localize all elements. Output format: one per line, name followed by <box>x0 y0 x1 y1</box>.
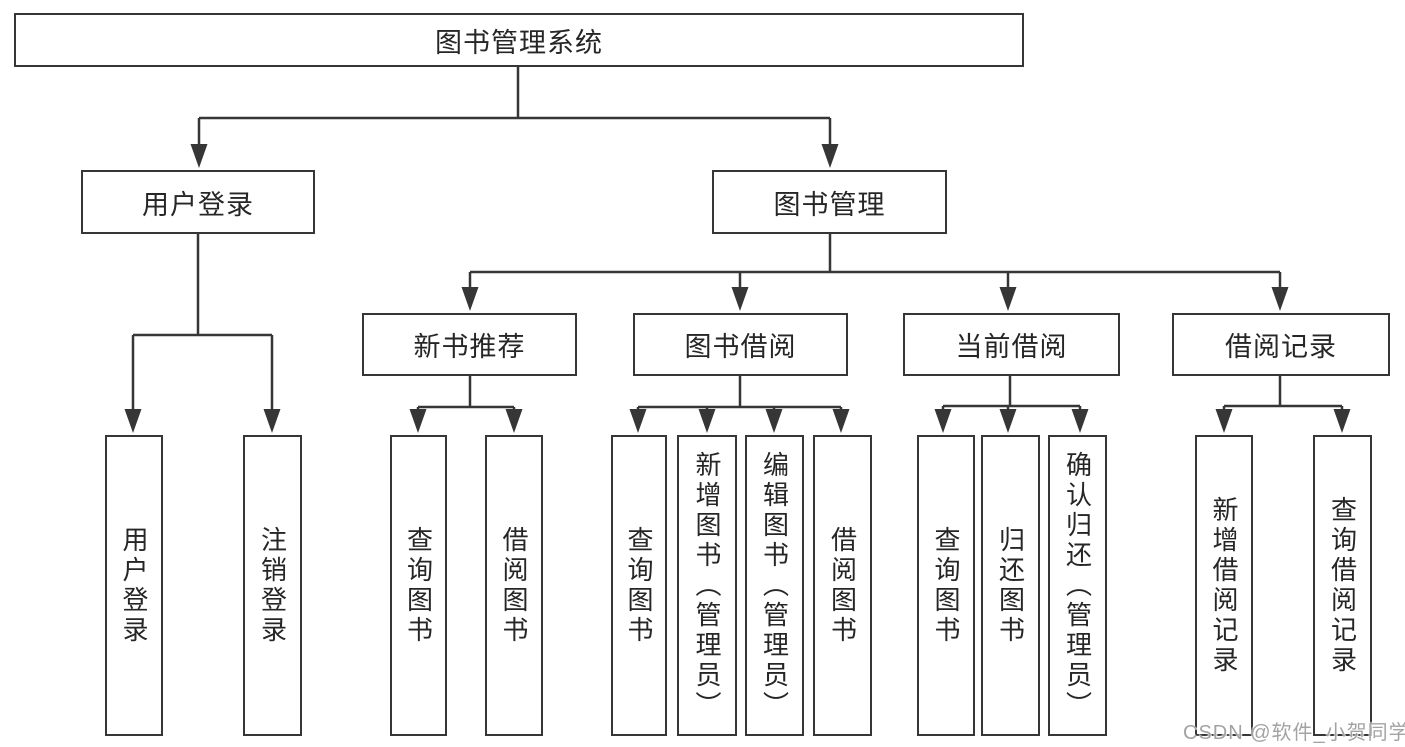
leaf-return-books: 归还图书 <box>981 435 1040 736</box>
leaf-logout: 注销登录 <box>243 435 302 736</box>
leaf-add-books-admin: 新增图书（管理员） <box>677 435 737 736</box>
node-current-borrowing: 当前借阅 <box>903 313 1120 376</box>
node-user-login: 用户登录 <box>81 170 315 234</box>
leaf-user-login: 用户登录 <box>105 435 163 736</box>
leaf-edit-books-admin: 编辑图书（管理员） <box>745 435 804 736</box>
node-borrowing-records: 借阅记录 <box>1172 313 1390 376</box>
leaf-borrow-books-recommend: 借阅图书 <box>485 435 543 736</box>
watermark-csdn: CSDN @软件_小贺同学 <box>1183 722 1405 744</box>
leaf-query-books-borrow: 查询图书 <box>611 435 667 736</box>
leaf-query-books-recommend: 查询图书 <box>390 435 447 736</box>
leaf-add-borrow-record: 新增借阅记录 <box>1195 435 1253 736</box>
node-library-management-system: 图书管理系统 <box>14 13 1024 67</box>
leaf-query-borrow-record: 查询借阅记录 <box>1313 435 1372 736</box>
leaf-confirm-return-admin: 确认归还（管理员） <box>1048 435 1107 736</box>
leaf-query-books-current: 查询图书 <box>917 435 975 736</box>
leaf-borrow-books: 借阅图书 <box>813 435 872 736</box>
node-new-book-recommendation: 新书推荐 <box>362 313 577 376</box>
node-book-borrowing: 图书借阅 <box>633 313 848 376</box>
node-book-management: 图书管理 <box>712 170 947 234</box>
